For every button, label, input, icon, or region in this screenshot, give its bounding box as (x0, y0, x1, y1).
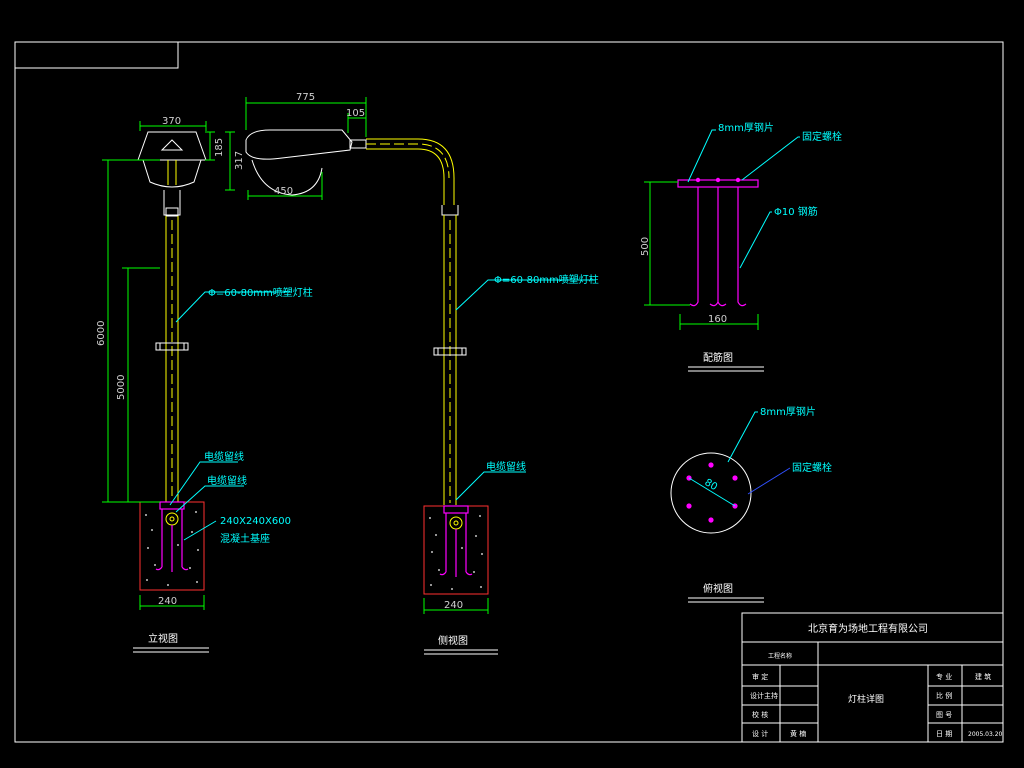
dim-317: 317 (234, 151, 245, 170)
dim-front-240: 240 (158, 596, 177, 607)
top-base-circle (670, 452, 752, 534)
front-pole-spec-label: Φ=60-80mm喷塑灯柱 (208, 286, 313, 299)
top-fixing-bolt-label: 固定螺栓 (792, 461, 832, 474)
top-view (670, 411, 791, 603)
side-arm (366, 138, 455, 205)
drawing-frame (14, 41, 1004, 743)
dim-160: 160 (708, 314, 727, 325)
top-bolt-diameter-line (688, 477, 736, 507)
foundation-size-label: 240X240X600 (220, 516, 291, 527)
dim-775: 775 (296, 92, 315, 103)
scale-label: 比 例 (936, 691, 952, 700)
dim-105: 105 (346, 108, 365, 119)
side-pole (433, 205, 467, 505)
top-leaders (727, 411, 791, 495)
front-title-underline (133, 647, 209, 653)
embed-leaders (687, 129, 800, 269)
rebar-label: Φ10 钢筋 (774, 205, 818, 218)
embed-bolt-dots (695, 177, 741, 183)
side-view-title: 侧视图 (438, 634, 468, 647)
number-label: 图 号 (936, 711, 952, 719)
front-lamp-head (137, 131, 207, 188)
front-leaders (169, 291, 290, 541)
dim-side-240: 240 (444, 600, 463, 611)
dim-6000: 6000 (96, 321, 107, 346)
steel-plate-label: 8mm厚钢片 (718, 121, 774, 134)
side-view (245, 97, 595, 655)
embed-title-underline (688, 366, 764, 372)
embed-dimensions (644, 181, 759, 330)
dim-500: 500 (640, 237, 651, 256)
dim-80: 80 (702, 477, 719, 493)
project-label: 工程名称 (768, 652, 792, 660)
side-leaders (455, 279, 595, 501)
side-dimensions (245, 97, 489, 614)
side-title-underline (424, 649, 498, 655)
stage-label: 专 业 (936, 672, 952, 681)
front-foundation (139, 501, 205, 591)
designer-name: 黄 楠 (790, 729, 806, 738)
title-block (741, 612, 1004, 743)
front-dimensions (102, 121, 235, 610)
date-label: 日 期 (936, 730, 952, 738)
front-concrete-specks (145, 511, 199, 586)
outer-border (14, 41, 1004, 743)
review-label: 审 定 (752, 672, 768, 681)
front-view-title: 立视图 (148, 632, 178, 645)
top-view-title: 俯视图 (703, 582, 733, 595)
stage-value: 建 筑 (975, 672, 991, 681)
corner-label-box (14, 41, 179, 69)
date-value: 2005.03.20 (968, 731, 1003, 738)
check-label: 校 核 (752, 710, 768, 719)
side-lamp-head (245, 129, 367, 196)
top-bolt-holes (686, 462, 738, 523)
top-steel-plate-label: 8mm厚钢片 (760, 405, 816, 418)
cable-pipe-label-1: 电缆留线 (204, 450, 244, 463)
top-title-underline (688, 597, 764, 603)
front-view (102, 121, 290, 653)
text-layer: 370 185 317 6000 5000 240 775 105 450 24… (96, 92, 1003, 738)
fixing-bolt-label: 固定螺栓 (802, 130, 842, 143)
foundation-name-label: 混凝土基座 (220, 532, 270, 545)
design-lead-label: 设计主持 (750, 691, 778, 700)
dim-185: 185 (214, 138, 225, 157)
front-pole (155, 190, 189, 502)
dim-450: 450 (274, 186, 293, 197)
cable-pipe-label-2: 电缆留线 (207, 474, 247, 487)
side-foundation (423, 505, 489, 595)
embed-rebars (689, 187, 747, 307)
embed-view-title: 配筋图 (703, 351, 733, 364)
designer-label: 设 计 (752, 729, 768, 738)
dim-5000: 5000 (116, 375, 127, 400)
company-name: 北京育为场地工程有限公司 (808, 622, 928, 635)
side-concrete-specks (429, 515, 483, 590)
side-pole-spec-label: Φ=60-80mm喷塑灯柱 (494, 273, 599, 286)
dim-370: 370 (162, 116, 181, 127)
side-cable-pipe-label: 电缆留线 (486, 460, 526, 473)
drawing-name: 灯柱详图 (848, 693, 884, 705)
embed-view (644, 129, 800, 372)
